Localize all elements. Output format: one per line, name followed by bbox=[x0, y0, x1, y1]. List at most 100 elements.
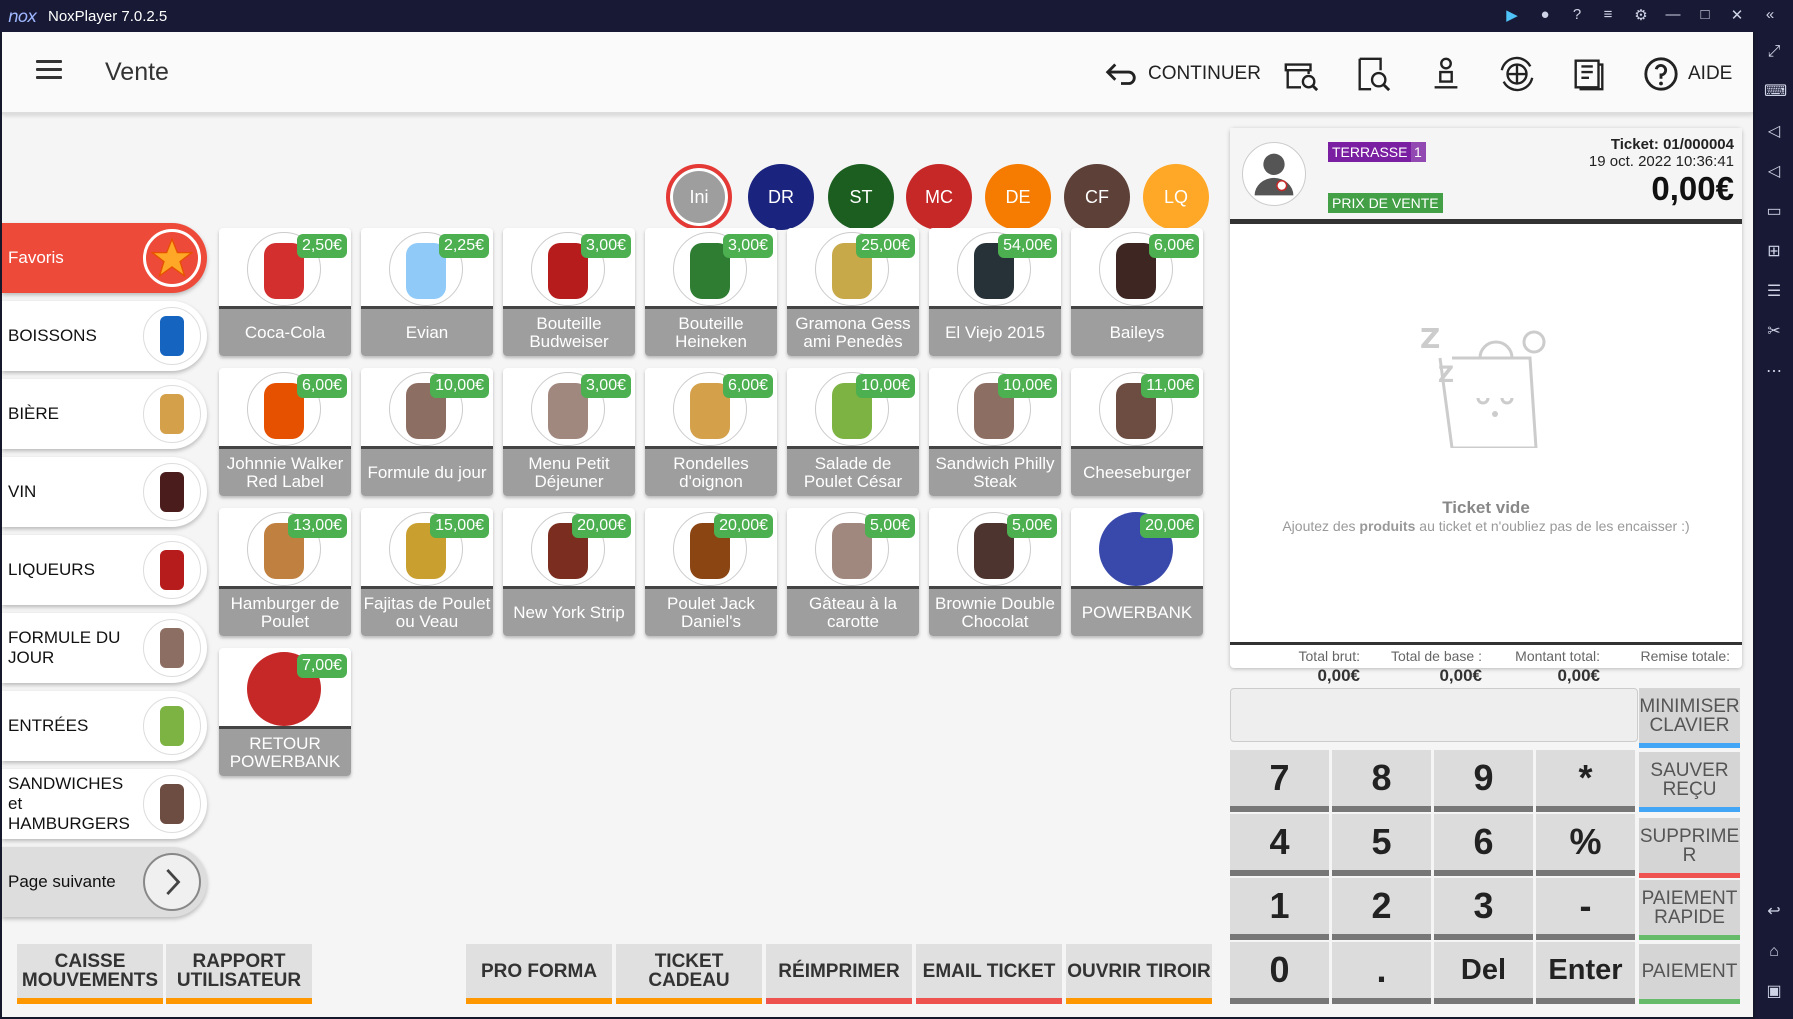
key-multiply[interactable]: * bbox=[1536, 750, 1635, 812]
document-search-button[interactable] bbox=[1354, 52, 1392, 96]
volume-up-icon[interactable]: ◁ bbox=[1767, 123, 1781, 140]
numeric-input[interactable] bbox=[1230, 688, 1638, 742]
menu-lines-icon[interactable]: ≡ bbox=[1603, 6, 1613, 23]
product-card[interactable]: 3,00€Bouteille Budweiser bbox=[503, 228, 635, 356]
key-1[interactable]: 1 bbox=[1230, 878, 1329, 940]
product-card[interactable]: 7,00€RETOUR POWERBANK bbox=[219, 648, 351, 776]
price-mode-badge[interactable]: PRIX DE VENTE bbox=[1328, 193, 1443, 213]
product-card[interactable]: 2,50€Coca-Cola bbox=[219, 228, 351, 356]
product-card[interactable]: 3,00€Menu Petit Déjeuner bbox=[503, 368, 635, 496]
scissors-icon[interactable]: ✂ bbox=[1767, 323, 1781, 340]
function-key-minimiser-clavier[interactable]: MINIMISER CLAVIER bbox=[1639, 688, 1740, 748]
product-card[interactable]: 5,00€Gâteau à la carotte bbox=[787, 508, 919, 636]
more-icon[interactable]: ⋯ bbox=[1766, 363, 1782, 380]
staff-avatar-st[interactable]: ST bbox=[828, 164, 894, 230]
play-icon[interactable]: ▶ bbox=[1506, 7, 1518, 24]
add-apk-icon[interactable]: ⊞ bbox=[1767, 243, 1781, 260]
category-liqueurs[interactable]: LIQUEURS bbox=[2, 535, 207, 605]
collapse-icon[interactable]: « bbox=[1765, 6, 1775, 23]
microphone-icon[interactable]: ● bbox=[1540, 6, 1550, 23]
key-enter[interactable]: Enter bbox=[1536, 942, 1635, 1004]
category-sandwiches-et-hamburgers[interactable]: SANDWICHES et HAMBURGERS bbox=[2, 769, 207, 839]
key-2[interactable]: 2 bbox=[1332, 878, 1431, 940]
reports-button[interactable] bbox=[1570, 52, 1608, 96]
recent-apps-icon[interactable]: ▣ bbox=[1766, 983, 1782, 1000]
close-icon[interactable]: ✕ bbox=[1730, 7, 1744, 24]
staff-avatar-cf[interactable]: CF bbox=[1064, 164, 1130, 230]
key-3[interactable]: 3 bbox=[1434, 878, 1533, 940]
product-card[interactable]: 10,00€Sandwich Philly Steak bbox=[929, 368, 1061, 496]
category-vin[interactable]: VIN bbox=[2, 457, 207, 527]
category-page-suivante[interactable]: Page suivante bbox=[2, 847, 207, 917]
function-key-paiement[interactable]: PAIEMENT bbox=[1639, 944, 1740, 1004]
store-search-button[interactable] bbox=[1282, 52, 1320, 96]
product-card[interactable]: 10,00€Formule du jour bbox=[361, 368, 493, 496]
hamburger-menu-icon[interactable] bbox=[36, 60, 62, 80]
product-card[interactable]: 2,25€Evian bbox=[361, 228, 493, 356]
key-9[interactable]: 9 bbox=[1434, 750, 1533, 812]
action-caisse-mouvements[interactable]: CAISSE MOUVEMENTS bbox=[17, 944, 163, 1004]
fullscreen-icon[interactable]: ⤢ bbox=[1767, 43, 1781, 60]
key-7[interactable]: 7 bbox=[1230, 750, 1329, 812]
continue-button[interactable]: CONTINUER bbox=[1102, 52, 1261, 96]
category-entr-es[interactable]: ENTRÉES bbox=[2, 691, 207, 761]
staff-avatar-ini[interactable]: Ini bbox=[666, 164, 732, 230]
product-card[interactable]: 20,00€POWERBANK bbox=[1071, 508, 1203, 636]
action-rapport-utilisateur[interactable]: RAPPORT UTILISATEUR bbox=[166, 944, 312, 1004]
screen-icon[interactable]: ▭ bbox=[1766, 203, 1782, 220]
key-dot[interactable]: . bbox=[1332, 942, 1431, 1004]
action-pro-forma[interactable]: PRO FORMA bbox=[466, 944, 612, 1004]
key-6[interactable]: 6 bbox=[1434, 814, 1533, 876]
function-key-sauver-re-u[interactable]: SAUVER REÇU bbox=[1639, 752, 1740, 812]
product-card[interactable]: 25,00€Gramona Gess ami Penedès bbox=[787, 228, 919, 356]
action-r-imprimer[interactable]: RÉIMPRIMER bbox=[766, 944, 912, 1004]
staff-avatar-de[interactable]: DE bbox=[985, 164, 1051, 230]
action-ticket-cadeau[interactable]: TICKET CADEAU bbox=[616, 944, 762, 1004]
product-card[interactable]: 5,00€Brownie Double Chocolat bbox=[929, 508, 1061, 636]
product-card[interactable]: 6,00€Rondelles d'oignon bbox=[645, 368, 777, 496]
category-favoris[interactable]: Favoris bbox=[2, 223, 207, 293]
staff-avatar-mc[interactable]: MC bbox=[906, 164, 972, 230]
help-circle-icon[interactable]: ? bbox=[1572, 6, 1582, 23]
product-card[interactable]: 20,00€New York Strip bbox=[503, 508, 635, 636]
action-email-ticket[interactable]: EMAIL TICKET bbox=[916, 944, 1062, 1004]
product-card[interactable]: 15,00€Fajitas de Poulet ou Veau bbox=[361, 508, 493, 636]
product-card[interactable]: 54,00€El Viejo 2015 bbox=[929, 228, 1061, 356]
keyboard-icon[interactable]: ⌨ bbox=[1764, 83, 1788, 100]
maximize-icon[interactable]: □ bbox=[1700, 6, 1710, 23]
product-card[interactable]: 6,00€Johnnie Walker Red Label bbox=[219, 368, 351, 496]
minimize-icon[interactable]: — bbox=[1665, 6, 1681, 23]
key-8[interactable]: 8 bbox=[1332, 750, 1431, 812]
product-card[interactable]: 11,00€Cheeseburger bbox=[1071, 368, 1203, 496]
product-card[interactable]: 6,00€Baileys bbox=[1071, 228, 1203, 356]
staff-avatar-dr[interactable]: DR bbox=[748, 164, 814, 230]
sync-button[interactable] bbox=[1498, 52, 1536, 96]
key-4[interactable]: 4 bbox=[1230, 814, 1329, 876]
product-card[interactable]: 13,00€Hamburger de Poulet bbox=[219, 508, 351, 636]
table-badge[interactable]: 1 bbox=[1410, 142, 1426, 162]
key-0[interactable]: 0 bbox=[1230, 942, 1329, 1004]
function-key-supprime-r[interactable]: SUPPRIME R bbox=[1639, 818, 1740, 878]
settings-icon[interactable]: ⚙ bbox=[1634, 7, 1648, 24]
action-ouvrir-tiroir[interactable]: OUVRIR TIROIR bbox=[1066, 944, 1212, 1004]
category-formule-du-jour[interactable]: FORMULE DU JOUR bbox=[2, 613, 207, 683]
customer-avatar[interactable] bbox=[1242, 142, 1306, 206]
product-card[interactable]: 20,00€Poulet Jack Daniel's bbox=[645, 508, 777, 636]
help-button[interactable]: AIDE bbox=[1642, 52, 1732, 96]
multi-instance-icon[interactable]: ☰ bbox=[1766, 283, 1782, 300]
back-icon[interactable]: ↩ bbox=[1767, 903, 1781, 920]
key-minus[interactable]: - bbox=[1536, 878, 1635, 940]
home-icon[interactable]: ⌂ bbox=[1769, 943, 1779, 960]
key-del[interactable]: Del bbox=[1434, 942, 1533, 1004]
staff-avatar-lq[interactable]: LQ bbox=[1143, 164, 1209, 230]
category-bi-re[interactable]: BIÈRE bbox=[2, 379, 207, 449]
function-key-paiement-rapide[interactable]: PAIEMENT RAPIDE bbox=[1639, 880, 1740, 940]
product-card[interactable]: 10,00€Salade de Poulet César bbox=[787, 368, 919, 496]
key-percent[interactable]: % bbox=[1536, 814, 1635, 876]
product-card[interactable]: 3,00€Bouteille Heineken bbox=[645, 228, 777, 356]
waiter-button[interactable] bbox=[1427, 52, 1465, 96]
category-boissons[interactable]: BOISSONS bbox=[2, 301, 207, 371]
zone-badge[interactable]: TERRASSE bbox=[1328, 142, 1412, 162]
key-5[interactable]: 5 bbox=[1332, 814, 1431, 876]
volume-down-icon[interactable]: ◁ bbox=[1767, 163, 1781, 180]
